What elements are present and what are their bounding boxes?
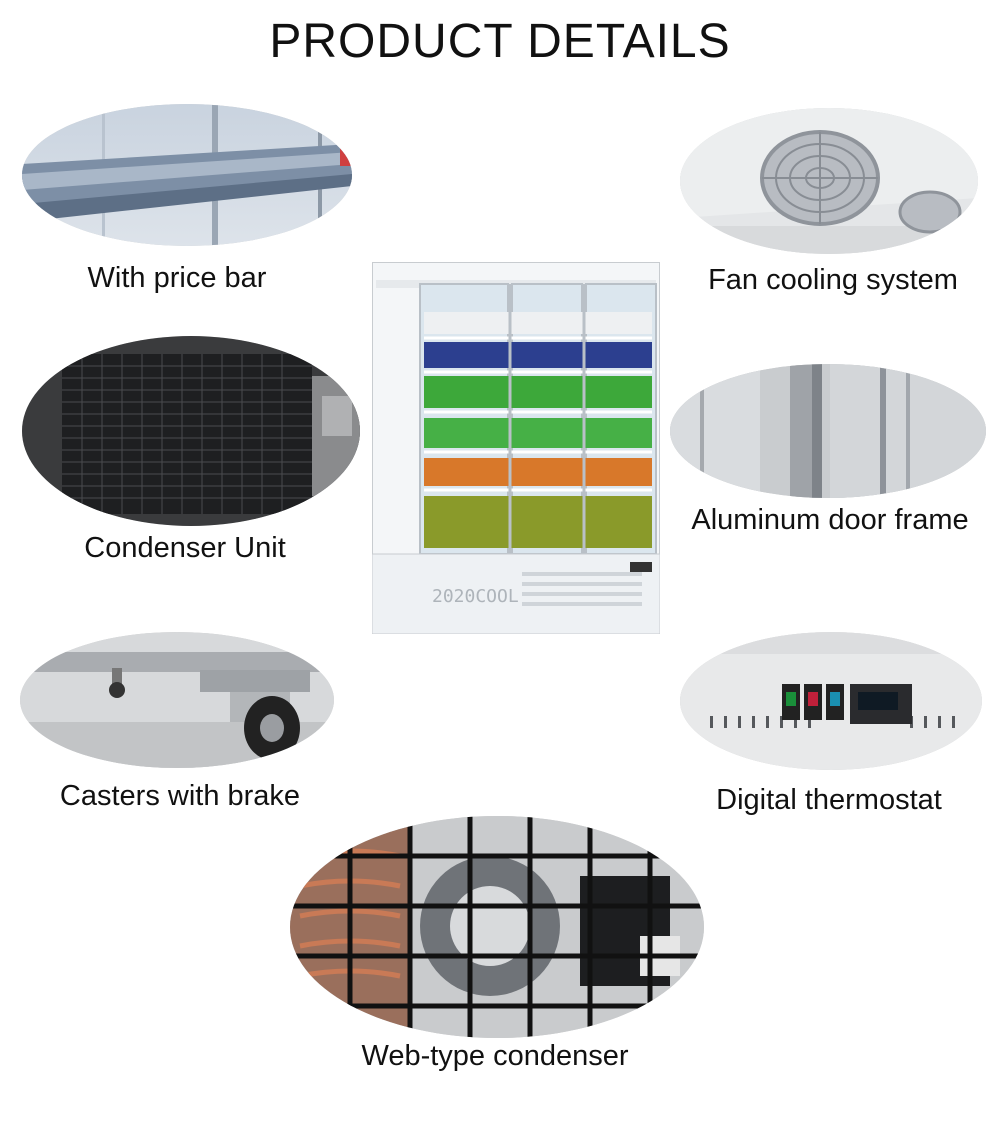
page-title: PRODUCT DETAILS [269, 15, 731, 68]
door-frame-photo [670, 364, 986, 498]
feature-label: Condenser Unit [84, 532, 286, 564]
fridge-brand: 2020COOL [432, 586, 519, 607]
thermostat-photo [680, 632, 982, 770]
fan-photo [680, 108, 978, 254]
feature-label: Aluminum door frame [691, 504, 969, 536]
feature-label: Digital thermostat [716, 784, 942, 816]
feature-label: Casters with brake [59, 780, 301, 812]
web-condenser-photo [290, 816, 704, 1038]
three-door-fridge-icon: 2020COOL [372, 262, 660, 634]
caster-photo [20, 632, 334, 768]
feature-label: With price bar [87, 262, 267, 294]
price-bar-photo [22, 104, 352, 246]
feature-label: Fan cooling system [708, 264, 958, 296]
condenser-unit-photo [22, 336, 360, 526]
feature-label: Web-type condenser [361, 1040, 629, 1072]
